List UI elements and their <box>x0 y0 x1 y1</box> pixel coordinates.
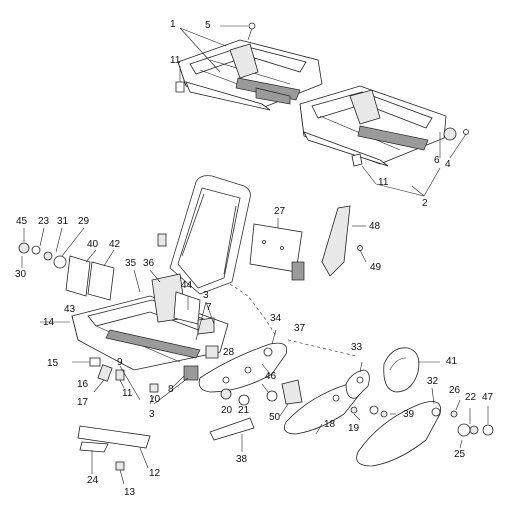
callout-43: 43 <box>64 304 76 315</box>
callout-28: 28 <box>223 347 235 358</box>
side-shield-inner <box>198 329 288 393</box>
callout-9: 9 <box>117 357 123 368</box>
callout-6: 6 <box>434 155 440 166</box>
callout-22: 22 <box>465 392 477 403</box>
callout-3: 3 <box>203 290 209 301</box>
recliner-components <box>18 227 115 301</box>
callout-30: 30 <box>15 269 27 280</box>
callout-32: 32 <box>427 376 439 387</box>
center-small-parts <box>209 379 303 452</box>
recliner-cover <box>383 347 440 393</box>
callout-41: 41 <box>446 356 458 367</box>
callout-25: 25 <box>454 449 466 460</box>
callout-34: 34 <box>270 313 282 324</box>
callout-49: 49 <box>370 262 382 273</box>
callout-16: 16 <box>77 379 89 390</box>
callout-50: 50 <box>269 412 281 423</box>
callout-19: 19 <box>348 423 360 434</box>
callout-33: 33 <box>351 342 363 353</box>
callout-10: 10 <box>149 394 161 405</box>
callout-46: 46 <box>265 371 277 382</box>
callout-13: 13 <box>124 487 136 498</box>
callout-8: 8 <box>168 384 174 395</box>
callout-37: 37 <box>294 323 306 334</box>
callout-11: 11 <box>170 55 181 66</box>
callout-31: 31 <box>57 216 69 227</box>
bracket-33 <box>345 361 396 421</box>
callout-20: 20 <box>221 405 233 416</box>
back-panel <box>249 218 305 281</box>
callout-23: 23 <box>38 216 50 227</box>
callout-15: 15 <box>47 358 59 369</box>
callout-47: 47 <box>482 392 494 403</box>
outer-side-panel <box>356 387 441 467</box>
upper-seat-track-assembly <box>175 22 323 111</box>
callout-44: 44 <box>181 280 193 291</box>
callout-7: 7 <box>206 302 212 313</box>
callout-17: 17 <box>77 397 89 408</box>
callout-36: 36 <box>143 258 155 269</box>
callout-14: 14 <box>43 317 55 328</box>
callout-18: 18 <box>324 419 336 430</box>
callout-5: 5 <box>205 20 211 31</box>
callout-2: 2 <box>422 198 428 209</box>
right-small-parts <box>450 399 494 449</box>
seat-back-frame <box>157 175 357 357</box>
side-trim <box>321 205 367 277</box>
callout-26: 26 <box>449 385 461 396</box>
callout-40: 40 <box>87 239 99 250</box>
callout-42: 42 <box>109 239 121 250</box>
lower-trim-pieces <box>77 425 151 485</box>
callout-1: 1 <box>170 19 176 30</box>
callout-39: 39 <box>403 409 415 420</box>
callout-21: 21 <box>238 405 250 416</box>
callout-3: 3 <box>149 409 155 420</box>
callout-11: 11 <box>378 177 389 188</box>
lower-seat-track-assembly <box>299 85 469 197</box>
callout-48: 48 <box>369 221 381 232</box>
callout-29: 29 <box>78 216 90 227</box>
seat-cushion-frame <box>40 269 229 371</box>
callout-27: 27 <box>274 206 286 217</box>
callout-38: 38 <box>236 454 248 465</box>
lower-left-fasteners <box>72 357 199 405</box>
callout-4: 4 <box>445 159 451 170</box>
callout-24: 24 <box>87 475 99 486</box>
callout-12: 12 <box>149 468 161 479</box>
callout-45: 45 <box>16 216 28 227</box>
callout-11: 11 <box>122 388 133 399</box>
callout-35: 35 <box>125 258 137 269</box>
